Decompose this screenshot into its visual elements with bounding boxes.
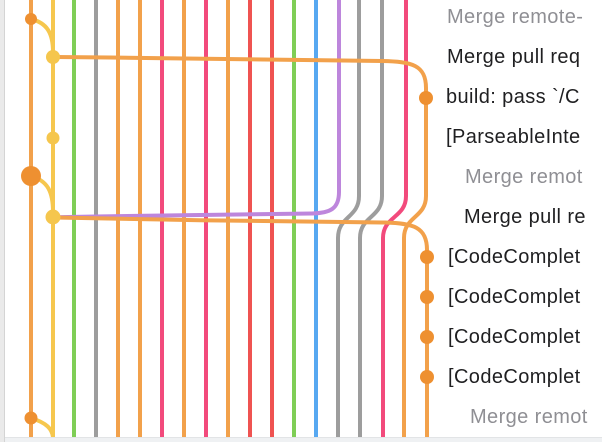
commit-node <box>45 209 61 225</box>
commit-node-head <box>21 166 41 186</box>
next-row-top-edge[interactable] <box>5 437 602 442</box>
commit-row[interactable]: Merge pull re <box>464 206 586 228</box>
commit-node <box>420 290 434 304</box>
commit-row[interactable]: Merge pull req <box>447 46 581 68</box>
branch-lane-shift <box>336 0 361 437</box>
branch-lane-shift <box>381 0 408 437</box>
commit-row[interactable]: Merge remot <box>470 406 588 428</box>
commit-row[interactable]: [CodeComplet <box>448 326 581 348</box>
commit-row[interactable]: build: pass `/C <box>446 86 580 108</box>
commit-node <box>420 370 434 384</box>
commit-row[interactable]: [CodeComplet <box>448 246 581 268</box>
commit-node <box>419 91 433 105</box>
merge-edge-orange <box>54 55 428 437</box>
commit-row[interactable]: [CodeComplet <box>448 286 581 308</box>
branch-lane-shift <box>358 0 384 437</box>
merge-edge-orange <box>54 215 429 437</box>
commit-node <box>46 50 60 64</box>
commit-node <box>420 330 434 344</box>
commit-row[interactable]: [ParseableInte <box>446 126 581 148</box>
commit-node <box>24 411 38 425</box>
panel-edge-strip <box>0 0 5 442</box>
commit-row[interactable]: [CodeComplet <box>448 366 581 388</box>
commit-node <box>420 250 434 264</box>
commit-row[interactable]: Merge remot <box>465 166 583 188</box>
commit-node <box>46 131 60 145</box>
commit-node <box>25 13 37 25</box>
commit-row[interactable]: Merge remote- <box>447 6 584 28</box>
